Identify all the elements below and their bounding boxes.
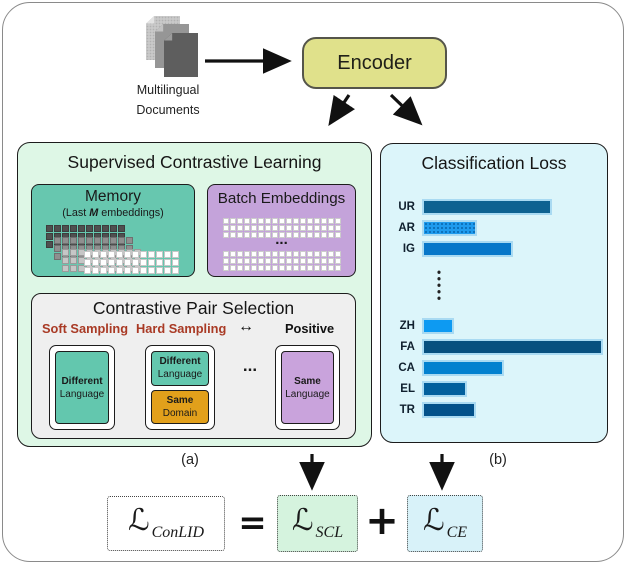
multilingual-documents-icon	[146, 16, 200, 78]
page-fold-icon	[146, 16, 155, 24]
bar	[422, 219, 477, 236]
batch-title: Batch Embeddings	[217, 190, 346, 207]
encoder-box: Encoder	[302, 37, 447, 89]
memory-box: Memory (Last M embeddings)	[31, 184, 195, 277]
bar-label: AR	[398, 221, 415, 234]
page-fold-icon	[155, 24, 164, 32]
script-L-symbol: ℒ	[127, 502, 150, 538]
bar-row-CA: CA	[381, 359, 607, 376]
bar-rows-bottom: ZH FA CA EL TR	[381, 317, 607, 418]
hard-sampling-label: Hard Sampling	[136, 321, 227, 336]
documents-label: Multilingual Documents	[113, 80, 223, 120]
script-L-symbol: ℒ	[291, 502, 314, 538]
soft-sampling-card: Different Language	[49, 345, 115, 430]
script-L-symbol: ℒ	[422, 502, 445, 538]
cards-ellipsis: ...	[242, 356, 258, 375]
same-domain-chip: Same Domain	[151, 389, 209, 424]
hard-sampling-card: Different Language Same Domain	[145, 345, 215, 430]
scl-subscript: SCL	[315, 523, 344, 541]
positive-label: Positive	[285, 321, 335, 336]
different-language-chip: Different Language	[55, 351, 109, 424]
language-bar-chart: UR AR IG ZH FA CA EL TR	[381, 198, 607, 424]
equals-sign: =	[238, 503, 267, 543]
bar-label: TR	[399, 403, 415, 416]
documents-label-line2: Documents	[136, 103, 200, 117]
encoder-label: Encoder	[337, 51, 412, 74]
contrastive-pair-selection-box: Contrastive Pair Selection Soft Sampling…	[31, 293, 356, 439]
bar-label: IG	[402, 242, 415, 255]
bar-label: ZH	[399, 319, 415, 332]
document-page-icon	[164, 33, 198, 77]
bar-row-IG: IG	[381, 240, 607, 257]
memory-title: Memory	[85, 188, 141, 205]
memory-grid-layer	[84, 251, 179, 274]
bar-label: CA	[398, 361, 415, 374]
bar-row-EL: EL	[381, 380, 607, 397]
bar-label: FA	[400, 340, 415, 353]
bar-label: UR	[398, 200, 415, 213]
bar-row-FA: FA	[381, 338, 607, 355]
documents-label-line1: Multilingual	[136, 83, 200, 97]
bar-rows-top: UR AR IG	[381, 198, 607, 257]
double-arrow-icon: ↔	[238, 318, 254, 335]
cps-title: Contrastive Pair Selection	[92, 298, 295, 318]
ce-subscript: CE	[446, 523, 468, 541]
bar-row-TR: TR	[381, 401, 607, 418]
positive-card: Same Language	[275, 345, 340, 430]
cls-panel-title: Classification Loss	[421, 153, 567, 173]
same-language-chip: Same Language	[281, 351, 334, 424]
memory-subtitle: (Last M embeddings)	[62, 207, 164, 219]
soft-sampling-label: Soft Sampling	[42, 321, 129, 336]
conlid-subscript: ConLID	[151, 523, 205, 541]
loss-ce-box: ℒ CE	[407, 495, 483, 552]
bar	[422, 240, 513, 257]
bar	[422, 380, 467, 397]
caption-a: (a)	[181, 452, 199, 468]
bar	[422, 198, 552, 215]
bar-row-UR: UR	[381, 198, 607, 215]
different-language-chip: Different Language	[151, 351, 209, 386]
batch-embedding-grid	[223, 218, 341, 238]
page-fold-icon	[164, 33, 173, 41]
bar	[422, 359, 504, 376]
batch-ellipsis: ...	[275, 231, 288, 248]
plus-sign: +	[365, 498, 399, 544]
bar-label: EL	[400, 382, 415, 395]
bar	[422, 401, 476, 418]
batch-embedding-grid	[223, 251, 341, 271]
bar	[422, 338, 603, 355]
bar-row-ZH: ZH	[381, 317, 607, 334]
bar	[422, 317, 454, 334]
vertical-ellipsis-icon	[437, 269, 441, 301]
caption-b: (b)	[489, 452, 507, 468]
loss-scl-box: ℒ SCL	[277, 495, 358, 552]
bar-row-AR: AR	[381, 219, 607, 236]
loss-conlid-box: ℒ ConLID	[107, 496, 225, 551]
supervised-contrastive-learning-panel: Supervised Contrastive Learning Memory (…	[17, 142, 372, 447]
classification-loss-panel: Classification Loss UR AR IG ZH FA CA EL TR	[380, 143, 608, 443]
scl-panel-title: Supervised Contrastive Learning	[67, 152, 322, 172]
batch-embeddings-box: Batch Embeddings ...	[207, 184, 356, 277]
